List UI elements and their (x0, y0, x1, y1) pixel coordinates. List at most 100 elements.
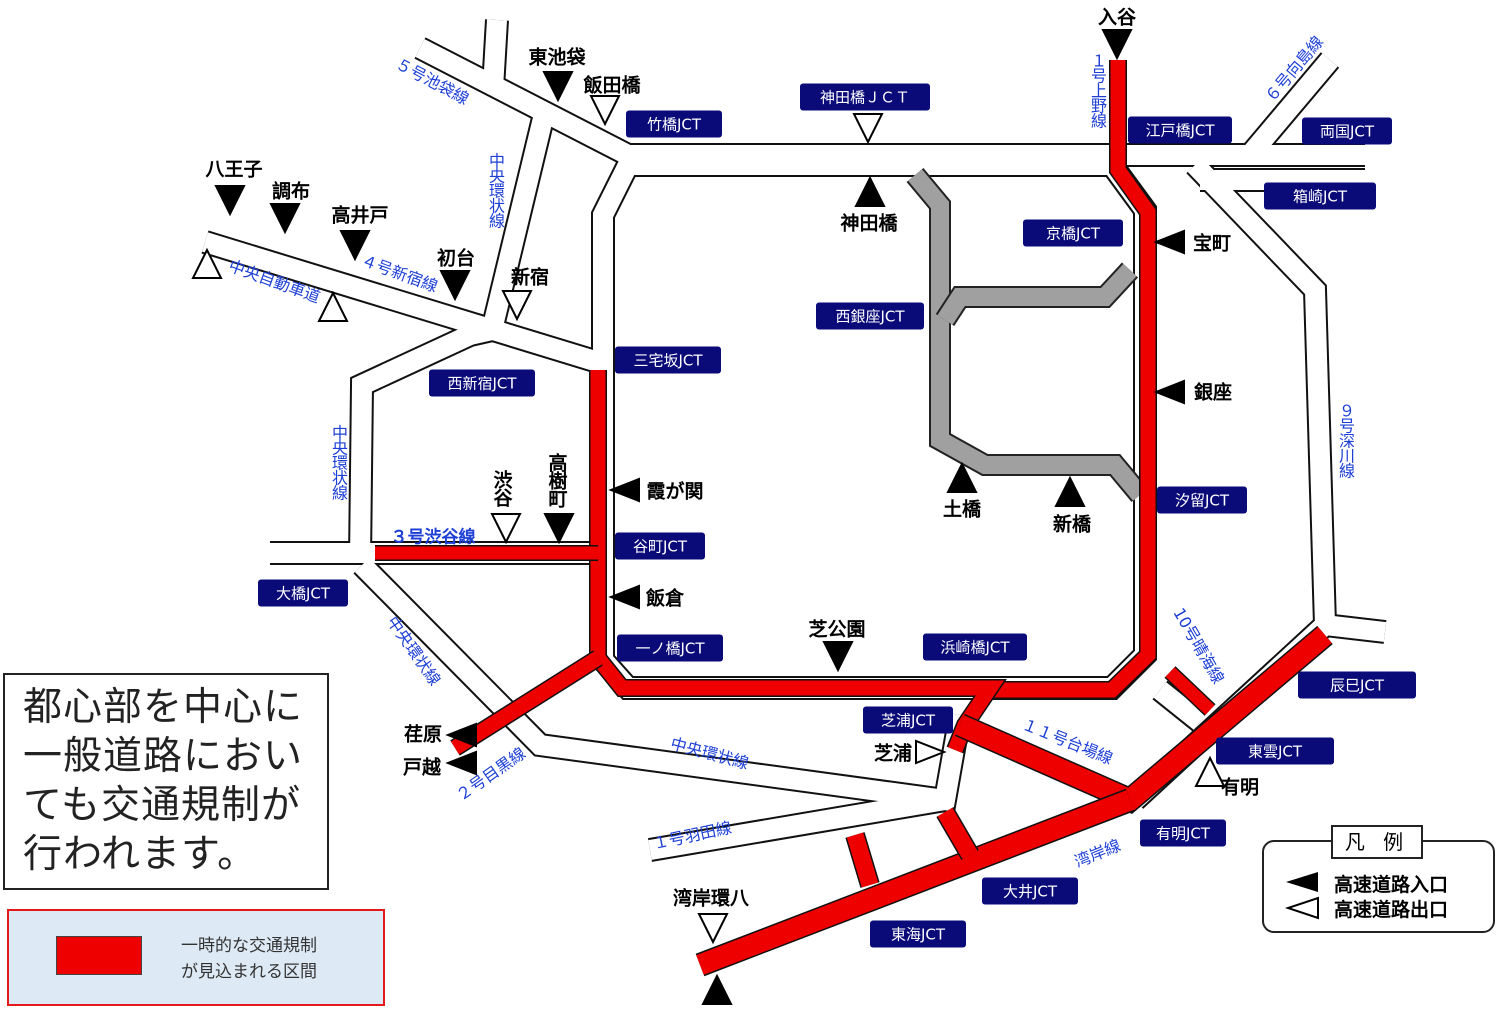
jct-badge: 神田橋ＪＣＴ (800, 83, 930, 111)
restriction-swatch (56, 936, 142, 975)
entrance-triangle-icon (1054, 475, 1086, 507)
exit-triangle-icon (317, 290, 349, 322)
road-segment (1153, 682, 1207, 730)
exit-triangle-icon (501, 290, 533, 322)
map-legend: 凡 例 高速道路入口 高速道路出口 (1262, 825, 1495, 933)
entrance-triangle-icon (542, 71, 574, 103)
jct-badge: 東雲JCT (1216, 737, 1334, 765)
restricted-segment (846, 832, 879, 888)
entrance-triangle-icon (269, 203, 301, 235)
notice-box: 都心部を中心に 一般道路におい ても交通規制が 行われます。 (3, 673, 329, 890)
place-label: 新宿 (510, 266, 550, 289)
entrance-triangle-icon (214, 185, 246, 217)
route-label: ９号深川線 (1336, 402, 1355, 478)
place-label: 東池袋 (528, 46, 586, 69)
jct-badge: 谷町JCT (615, 532, 705, 560)
notice-line: 都心部を中心に (23, 685, 304, 730)
jct-badge: 東海JCT (870, 920, 966, 948)
route-label: 中央環状線 (329, 424, 348, 500)
road-segment (482, 107, 555, 333)
entrance-triangle-icon (1101, 29, 1133, 61)
restricted-segment (985, 60, 1156, 698)
entrance-triangle-icon (701, 973, 733, 1005)
place-label: 宝町 (1192, 232, 1232, 255)
exit-triangle-icon (191, 247, 223, 279)
road-segment (648, 790, 947, 860)
jct-badge: 有明JCT (1140, 819, 1226, 847)
exit-triangle-icon (915, 739, 947, 765)
place-label: 神田橋 (840, 212, 898, 235)
place-label: 霞が関 (646, 480, 704, 503)
place-label: 渋谷 (490, 470, 513, 506)
exit-triangle-icon (1194, 755, 1226, 787)
entrance-triangle-icon (439, 270, 471, 302)
jct-badge: 一ノ橋JCT (617, 634, 723, 662)
road-segment (1242, 53, 1338, 162)
exit-triangle-icon (852, 113, 884, 145)
exit-triangle-icon (490, 513, 522, 545)
place-label: 高井戸 (331, 204, 389, 227)
place-label: 調布 (271, 180, 311, 203)
route-label: ３号渋谷線 (390, 527, 476, 548)
exit-triangle-icon (589, 95, 621, 127)
gray-route-segment (908, 169, 1147, 501)
road-segment (354, 557, 970, 812)
exit-triangle-icon (1284, 896, 1319, 920)
exit-triangle-icon (697, 913, 729, 945)
place-label: 飯田橋 (583, 74, 641, 97)
place-label: 芝公園 (808, 618, 866, 641)
restricted-segment (1165, 667, 1215, 715)
entrance-triangle-icon (339, 230, 371, 262)
place-label: 八王子 (205, 158, 263, 181)
entrance-triangle-icon (1153, 229, 1185, 255)
legend-exit: 高速道路出口 (1334, 899, 1449, 921)
entrance-triangle-icon (608, 477, 640, 503)
entrance-triangle-icon (1286, 872, 1318, 892)
entrance-triangle-icon (854, 175, 886, 207)
place-label: 高樹町 (545, 453, 568, 507)
entrance-triangle-icon (822, 641, 854, 673)
entrance-triangle-icon (1153, 379, 1185, 405)
place-label: 飯倉 (645, 587, 685, 610)
jct-badge: 江戸橋JCT (1128, 116, 1232, 144)
place-label: 芝浦 (873, 742, 913, 765)
place-label: 初台 (436, 247, 476, 270)
notice-line: 行われます。 (23, 832, 258, 877)
jct-badge: 大井JCT (982, 877, 1078, 905)
jct-badge: 両国JCT (1302, 117, 1392, 145)
restricted-segment (696, 790, 1134, 975)
restricted-segment (451, 651, 602, 755)
place-label: 戸越 (402, 756, 442, 779)
jct-badge: 箱崎JCT (1264, 182, 1376, 210)
route-label: 中央環状線 (486, 152, 505, 228)
entrance-triangle-icon (608, 584, 640, 610)
road-segment (1323, 615, 1387, 642)
place-label: 土橋 (942, 498, 982, 521)
road-segment (202, 232, 601, 372)
jct-badge: 大橋JCT (258, 579, 348, 607)
restriction-legend: 一時的な交通規制 が見込まれる区間 (7, 909, 385, 1006)
place-label: 入谷 (1097, 6, 1137, 29)
restriction-label: 一時的な交通規制 が見込まれる区間 (181, 933, 317, 985)
place-label: 銀座 (1193, 381, 1233, 404)
place-label: 荏原 (403, 723, 443, 746)
notice-line: 一般道路におい (23, 734, 304, 779)
gray-route-segment (937, 263, 1137, 325)
entrance-triangle-icon (946, 461, 978, 493)
legend-icons (1284, 872, 1319, 920)
restriction-label-line2: が見込まれる区間 (181, 962, 317, 982)
route-label: １号上野線 (1088, 52, 1107, 128)
place-label: 湾岸環八 (672, 887, 750, 910)
jct-badge: 汐留JCT (1157, 486, 1247, 514)
jct-badge: 西新宿JCT (429, 369, 535, 397)
restriction-label-line1: 一時的な交通規制 (181, 936, 317, 956)
jct-badge: 竹橋JCT (626, 110, 722, 138)
place-label: 新橋 (1052, 513, 1092, 536)
entrance-triangle-icon (445, 750, 477, 776)
place-label: 有明 (1220, 776, 1260, 799)
legend-entrance: 高速道路入口 (1334, 874, 1449, 896)
restricted-segment (937, 807, 978, 860)
jct-badge: 京橋JCT (1023, 219, 1123, 247)
